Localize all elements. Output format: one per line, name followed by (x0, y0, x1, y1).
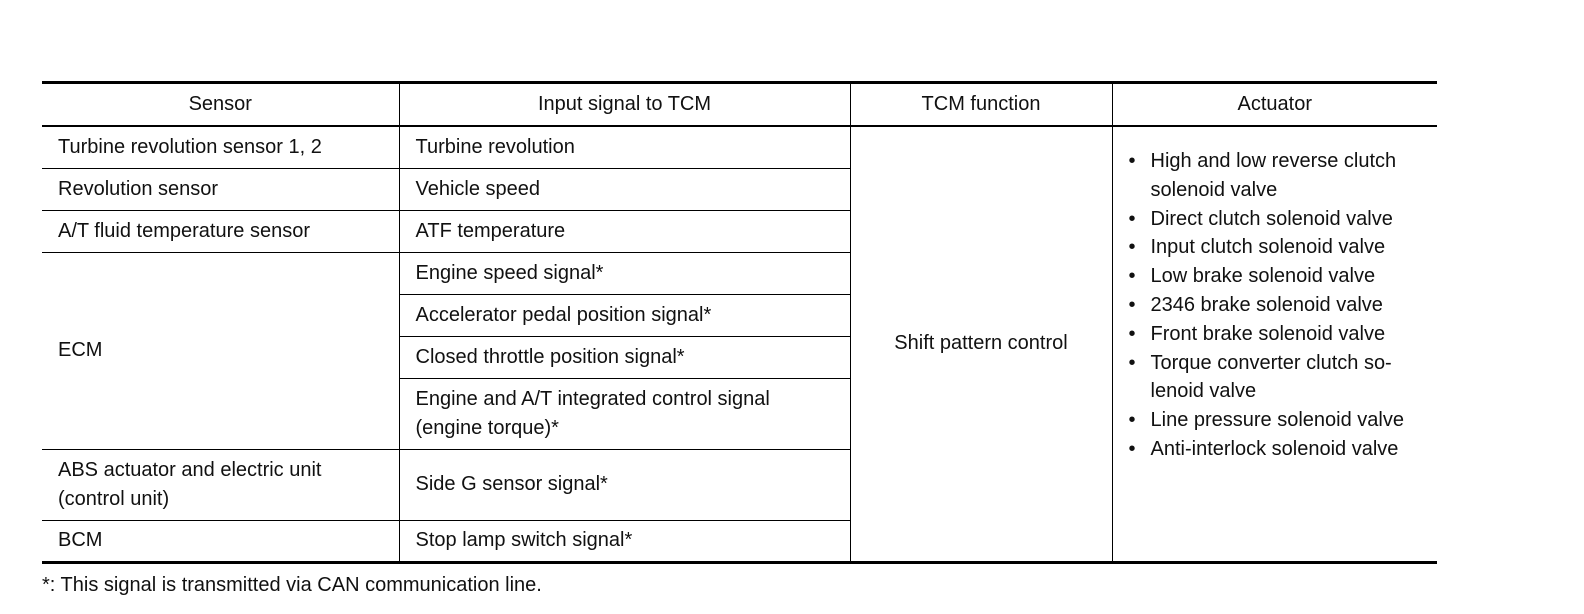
actuator-label: Line pressure solenoid valve (1150, 409, 1405, 432)
sensor-cell: Revolution sensor (42, 167, 400, 211)
table-row: ECM Engine speed signal* (42, 251, 1437, 450)
table-row: ABS actuator and electric unit (control … (42, 448, 1437, 521)
bullet-icon: • (1128, 351, 1136, 374)
sensor-cell: ECM (42, 251, 400, 450)
bullet-icon: • (1128, 293, 1136, 316)
sensor-cell: ABS actuator and electric unit (control … (42, 448, 400, 521)
list-item: • Torque converter clutch so-lenoid valve (1127, 349, 1428, 407)
footnote: *: This signal is transmitted via CAN co… (42, 574, 542, 596)
bullet-icon: • (1128, 207, 1136, 230)
actuator-label: Front brake solenoid valve (1150, 322, 1386, 345)
header-sensor: Sensor (42, 82, 400, 127)
header-tcm-function: TCM function (849, 82, 1113, 127)
actuator-list: • High and low reverse clutch solenoid va… (1127, 147, 1428, 464)
signal-cell: Stop lamp switch signal* (398, 519, 850, 562)
table-row: BCM Stop lamp switch signal* (42, 519, 1437, 562)
signal-cell: ATF temperature (398, 209, 850, 253)
bullet-icon: • (1128, 150, 1136, 172)
sensor-cell: BCM (42, 519, 400, 562)
list-item: • High and low reverse clutch solenoid va… (1127, 147, 1428, 205)
header-actuator: Actuator (1111, 82, 1437, 127)
table-row: Closed throttle position signal* (42, 335, 1437, 379)
signal-cell: Accelerator pedal position signal* (399, 293, 850, 337)
bullet-icon: • (1128, 437, 1136, 460)
bullet-icon: • (1128, 409, 1136, 432)
signal-table: Sensor Input signal to TCM TCM function … (42, 81, 1437, 564)
signal-cell: Engine and A/T integrated control signal… (399, 377, 850, 450)
header-input-signal: Input signal to TCM (398, 82, 851, 127)
table-row: Engine and A/T integrated control signal… (42, 377, 1437, 450)
table-row: Turbine revolution sensor 1, 2 Turbine r… (42, 125, 1437, 563)
actuator-label: Anti-interlock solenoid valve (1150, 437, 1399, 460)
signal-cell: Closed throttle position signal* (399, 335, 850, 379)
list-item: • Front brake solenoid valve (1127, 320, 1428, 349)
list-item: • Line pressure solenoid valve (1127, 406, 1428, 435)
signal-cell: Turbine revolution (398, 125, 851, 169)
actuator-label: Low brake solenoid valve (1150, 265, 1376, 288)
actuator-label: 2346 brake solenoid valve (1150, 293, 1383, 316)
actuator-label: Input clutch solenoid valve (1150, 236, 1386, 259)
list-item: • Anti-interlock solenoid valve (1127, 435, 1428, 464)
signal-cell: Vehicle speed (398, 167, 850, 211)
sensor-cell: A/T fluid temperature sensor (42, 209, 400, 253)
header-row: Sensor Input signal to TCM TCM function … (42, 82, 1437, 127)
actuator-label: Torque converter clutch so-lenoid valve (1150, 351, 1392, 403)
list-item: • Input clutch solenoid valve (1127, 233, 1428, 262)
sensor-cell: Turbine revolution sensor 1, 2 (42, 125, 400, 169)
list-item: • 2346 brake solenoid valve (1127, 291, 1428, 320)
signal-cell: Engine speed signal* (398, 251, 850, 295)
list-item: • Low brake solenoid valve (1127, 262, 1428, 291)
actuator-label: Direct clutch solenoid valve (1150, 207, 1393, 230)
bullet-icon: • (1128, 322, 1136, 345)
table-row: Revolution sensor Vehicle speed (42, 167, 1437, 211)
bullet-icon: • (1128, 236, 1136, 259)
signal-cell: Side G sensor signal* (398, 448, 850, 521)
tcm-function-cell: Shift pattern control (849, 125, 1113, 563)
actuator-cell: • High and low reverse clutch solenoid va… (1111, 125, 1437, 563)
actuator-label: High and low reverse clutch solenoid val… (1150, 150, 1397, 201)
table-row: Accelerator pedal position signal* (42, 293, 1437, 337)
list-item: • Direct clutch solenoid valve (1127, 205, 1428, 234)
bullet-icon: • (1128, 265, 1136, 288)
